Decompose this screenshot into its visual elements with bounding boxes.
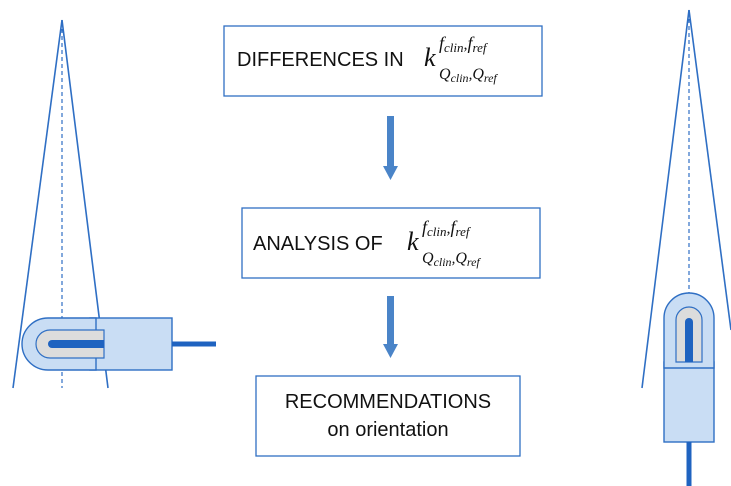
analysis-subscript: Qclin,Qref — [422, 250, 481, 269]
arrow-down-1 — [383, 116, 398, 180]
differences-subscript: Qclin,Qref — [439, 66, 498, 85]
differences-k-symbol: k — [424, 43, 436, 72]
left-beam-setup — [12, 19, 216, 389]
recommendations-box: RECOMMENDATIONS on orientation — [255, 375, 521, 457]
analysis-box-frame — [241, 207, 541, 279]
analysis-k-symbol: k — [407, 227, 419, 256]
right-beam-setup — [641, 9, 731, 486]
recommendations-box-frame — [255, 375, 521, 457]
analysis-superscript: fclin,fref — [422, 217, 472, 239]
right-beam-outline — [641, 9, 731, 389]
analysis-label: ANALYSIS OF — [253, 233, 383, 255]
right-chamber-vertical — [663, 292, 715, 486]
differences-box-frame — [223, 25, 543, 97]
right-beam-edge-left — [641, 9, 690, 389]
differences-superscript: fclin,fref — [439, 33, 489, 55]
recommendations-subtitle: on orientation — [327, 419, 448, 441]
left-chamber-horizontal — [21, 317, 216, 371]
differences-label: DIFFERENCES IN — [237, 49, 404, 71]
left-beam-edge-left — [12, 19, 63, 389]
analysis-box: ANALYSIS OF k fclin,fref Qclin,Qref — [241, 207, 541, 279]
left-chamber-electrode — [48, 340, 104, 348]
right-beam-edge-right — [688, 9, 731, 331]
recommendations-title: RECOMMENDATIONS — [285, 391, 491, 413]
differences-box: DIFFERENCES IN k fclin,fref Qclin,Qref — [223, 25, 543, 97]
arrow-down-2 — [383, 296, 398, 358]
right-chamber-electrode — [685, 318, 693, 362]
right-chamber-body — [663, 361, 715, 443]
